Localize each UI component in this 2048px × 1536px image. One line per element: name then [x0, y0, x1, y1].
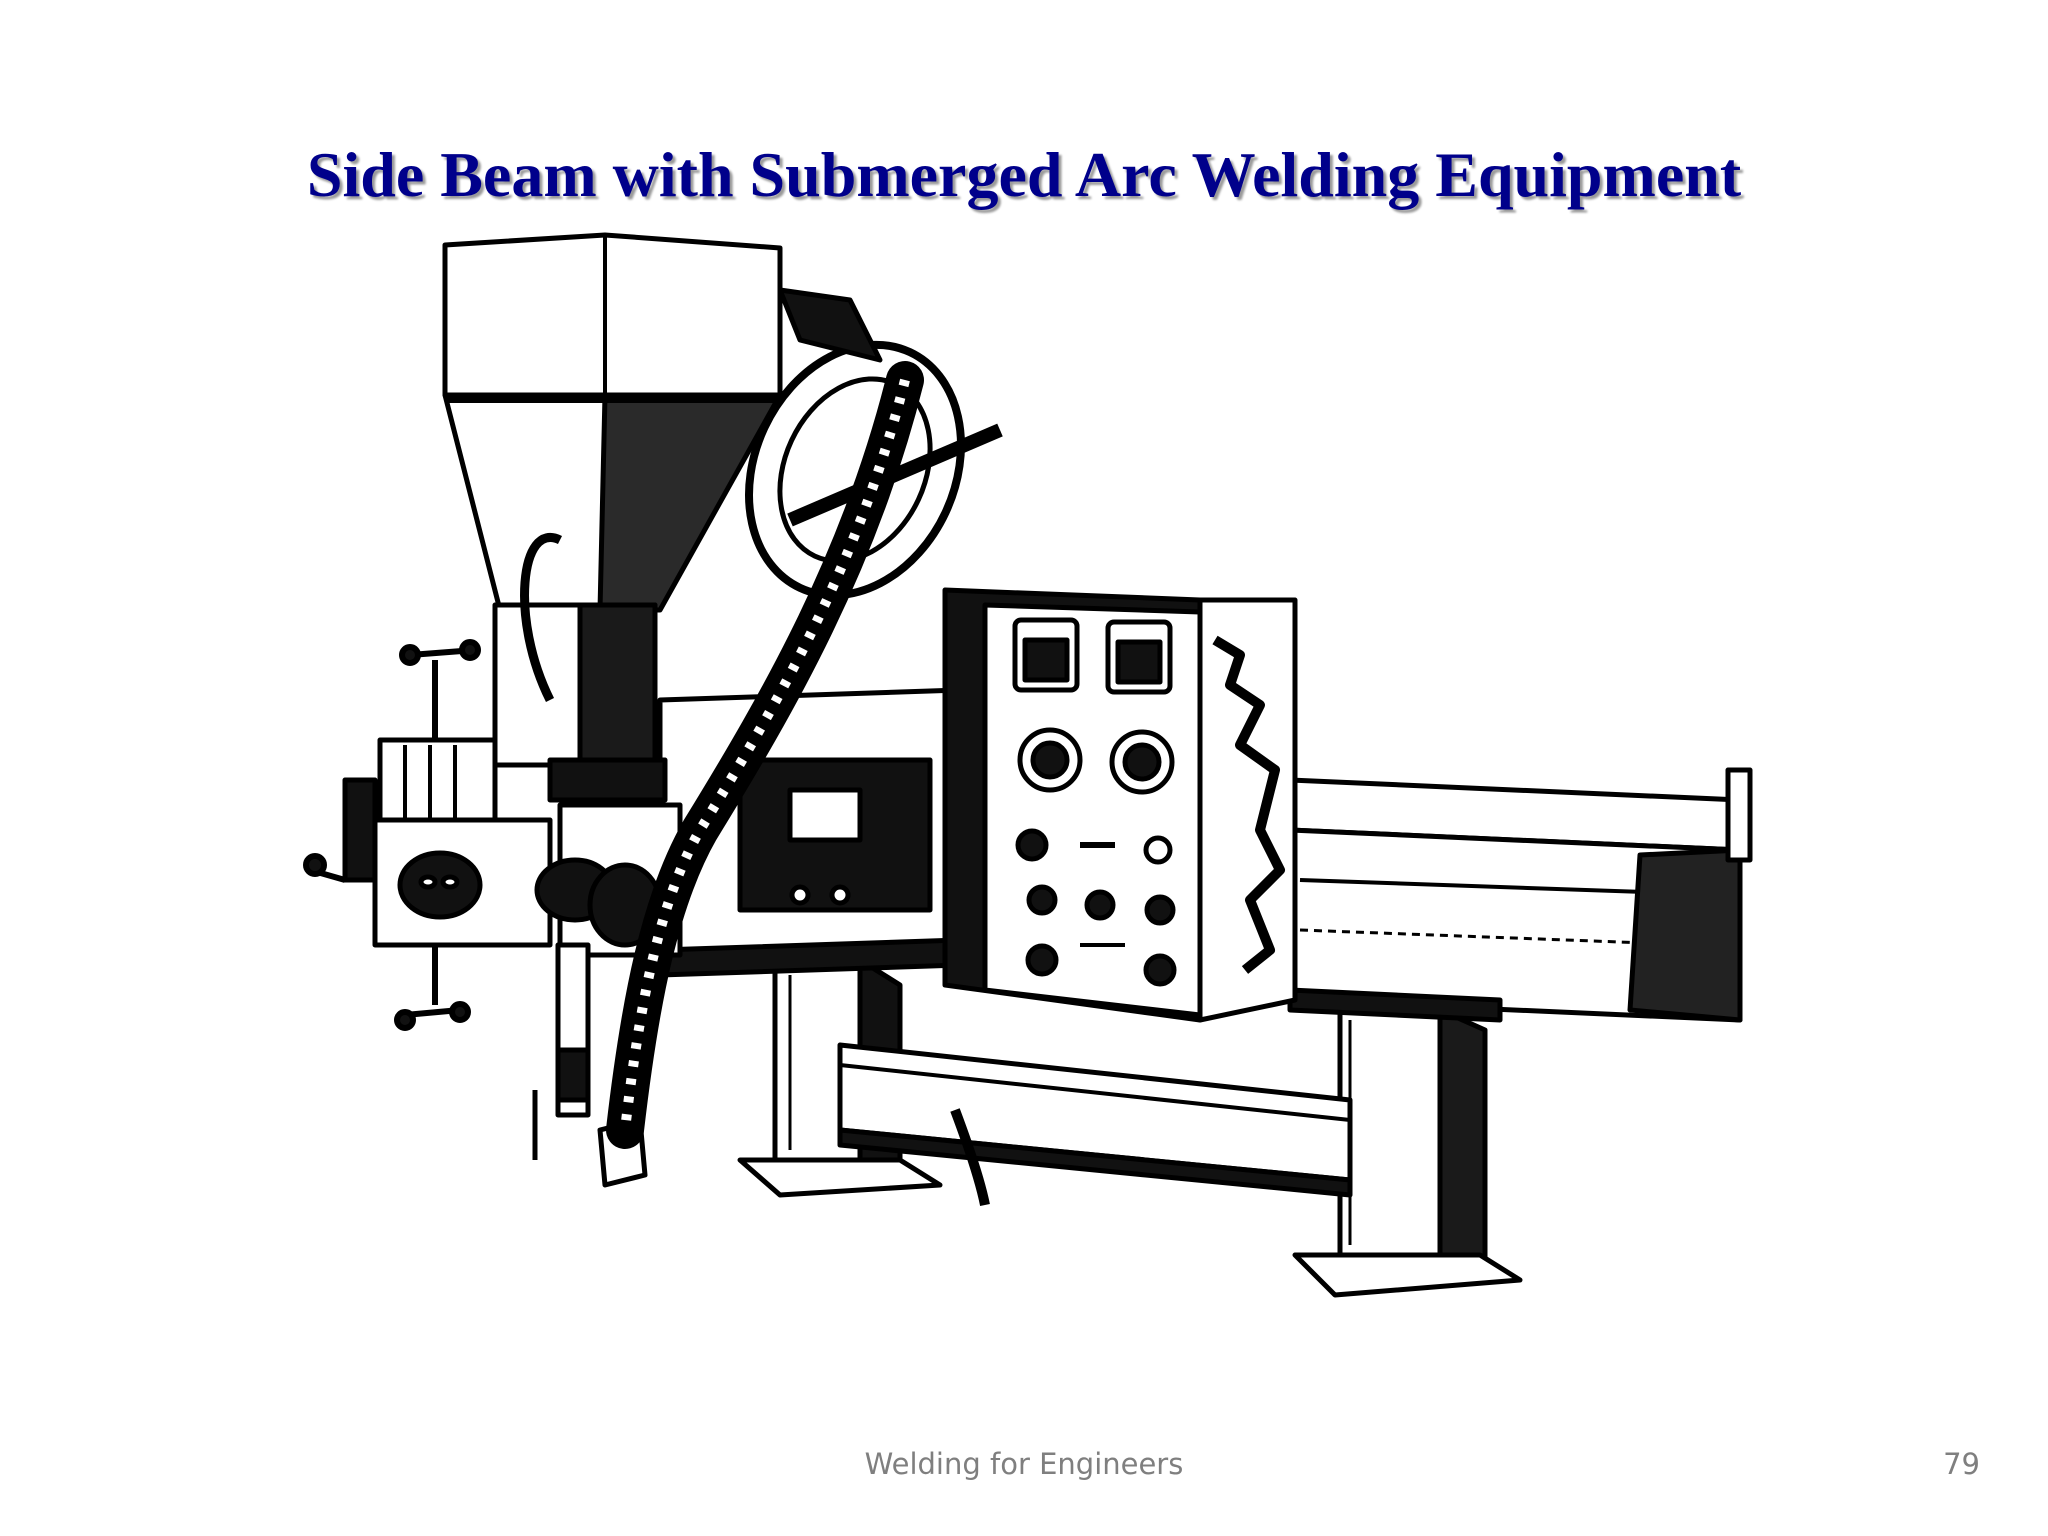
welding-machine-illustration: [303, 232, 1753, 1298]
flux-hose: [520, 361, 924, 1149]
control-panel-box: [942, 587, 1298, 1023]
drive-head: [342, 737, 683, 958]
adjustment-cranks: [303, 639, 481, 1031]
power-cable: [950, 1108, 990, 1206]
flux-hopper: [442, 232, 783, 768]
page-number: 79: [1943, 1447, 1980, 1481]
side-beam: [1287, 767, 1753, 1023]
right-support-leg: [1292, 1007, 1523, 1298]
slide-title: Side Beam with Submerged Arc Welding Equ…: [306, 139, 1742, 210]
slide-footer: Welding for Engineers: [864, 1447, 1184, 1481]
